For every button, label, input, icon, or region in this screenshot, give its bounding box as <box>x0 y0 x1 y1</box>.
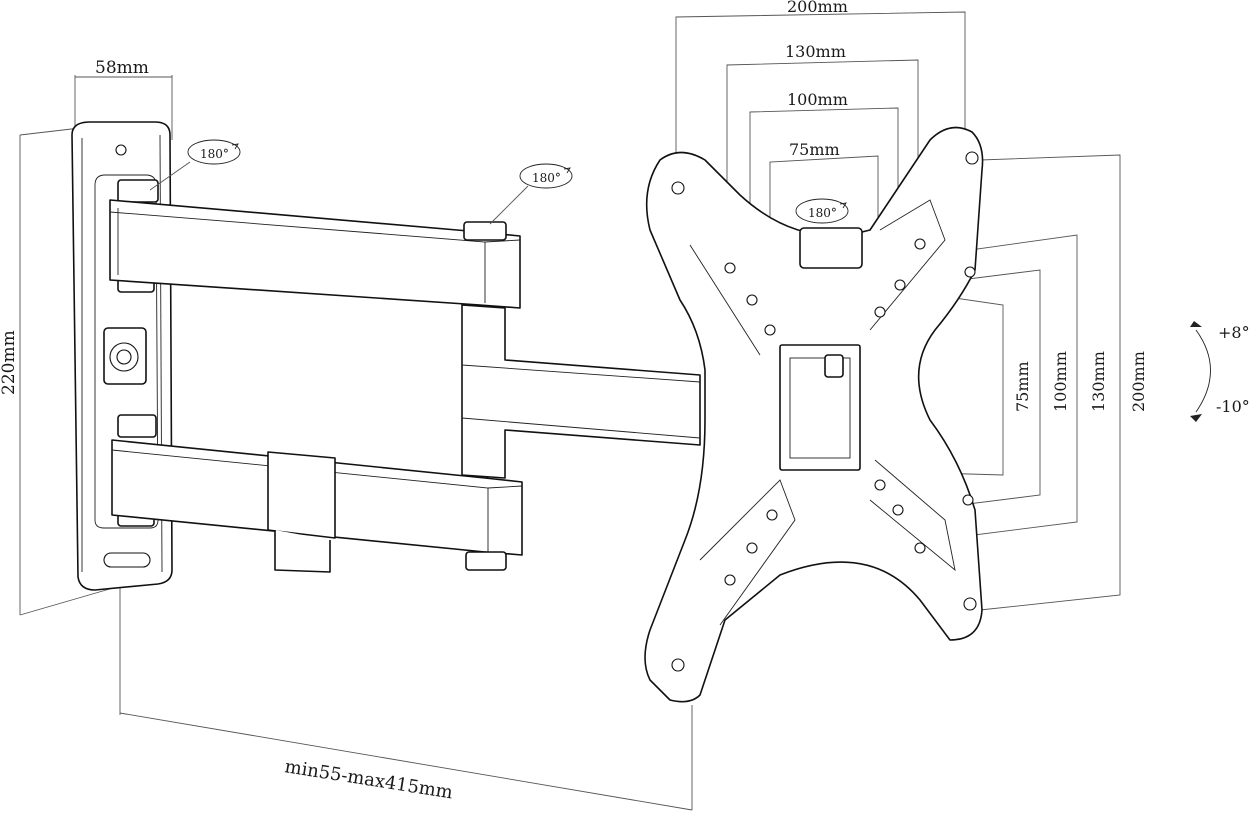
vesa-h-100-label: 100mm <box>787 90 848 109</box>
extension-label: min55-max415mm <box>283 756 454 803</box>
plate-width-label: 58mm <box>95 58 149 78</box>
tilt-arrow-icon <box>1190 321 1211 422</box>
upper-arm <box>109 199 521 309</box>
vesa-h-75-label: 75mm <box>789 140 840 159</box>
vesa-v-100-label: 100mm <box>1051 351 1070 412</box>
vesa-v-75-label: 75mm <box>1013 361 1032 412</box>
vesa-v-130-label: 130mm <box>1089 351 1108 412</box>
tilt-up-label: +8° <box>1218 323 1250 342</box>
center-tube <box>461 304 701 479</box>
vesa-v-200-label: 200mm <box>1129 351 1148 412</box>
rotation-indicator-arm <box>489 163 573 225</box>
plate-height-label: 220mm <box>0 330 19 395</box>
plate-swivel-label: 180° <box>808 206 837 220</box>
lower-arm <box>111 439 523 573</box>
tilt-down-label: -10° <box>1216 397 1250 416</box>
arm-swivel-label: 180° <box>532 171 561 185</box>
vesa-h-200-label: 200mm <box>787 0 848 16</box>
rotation-indicator-plate <box>795 198 849 224</box>
rotation-indicator-wall <box>149 139 241 191</box>
vesa-h-130-label: 130mm <box>785 42 846 61</box>
vesa-plate <box>644 126 984 703</box>
wall-swivel-label: 180° <box>200 147 229 161</box>
